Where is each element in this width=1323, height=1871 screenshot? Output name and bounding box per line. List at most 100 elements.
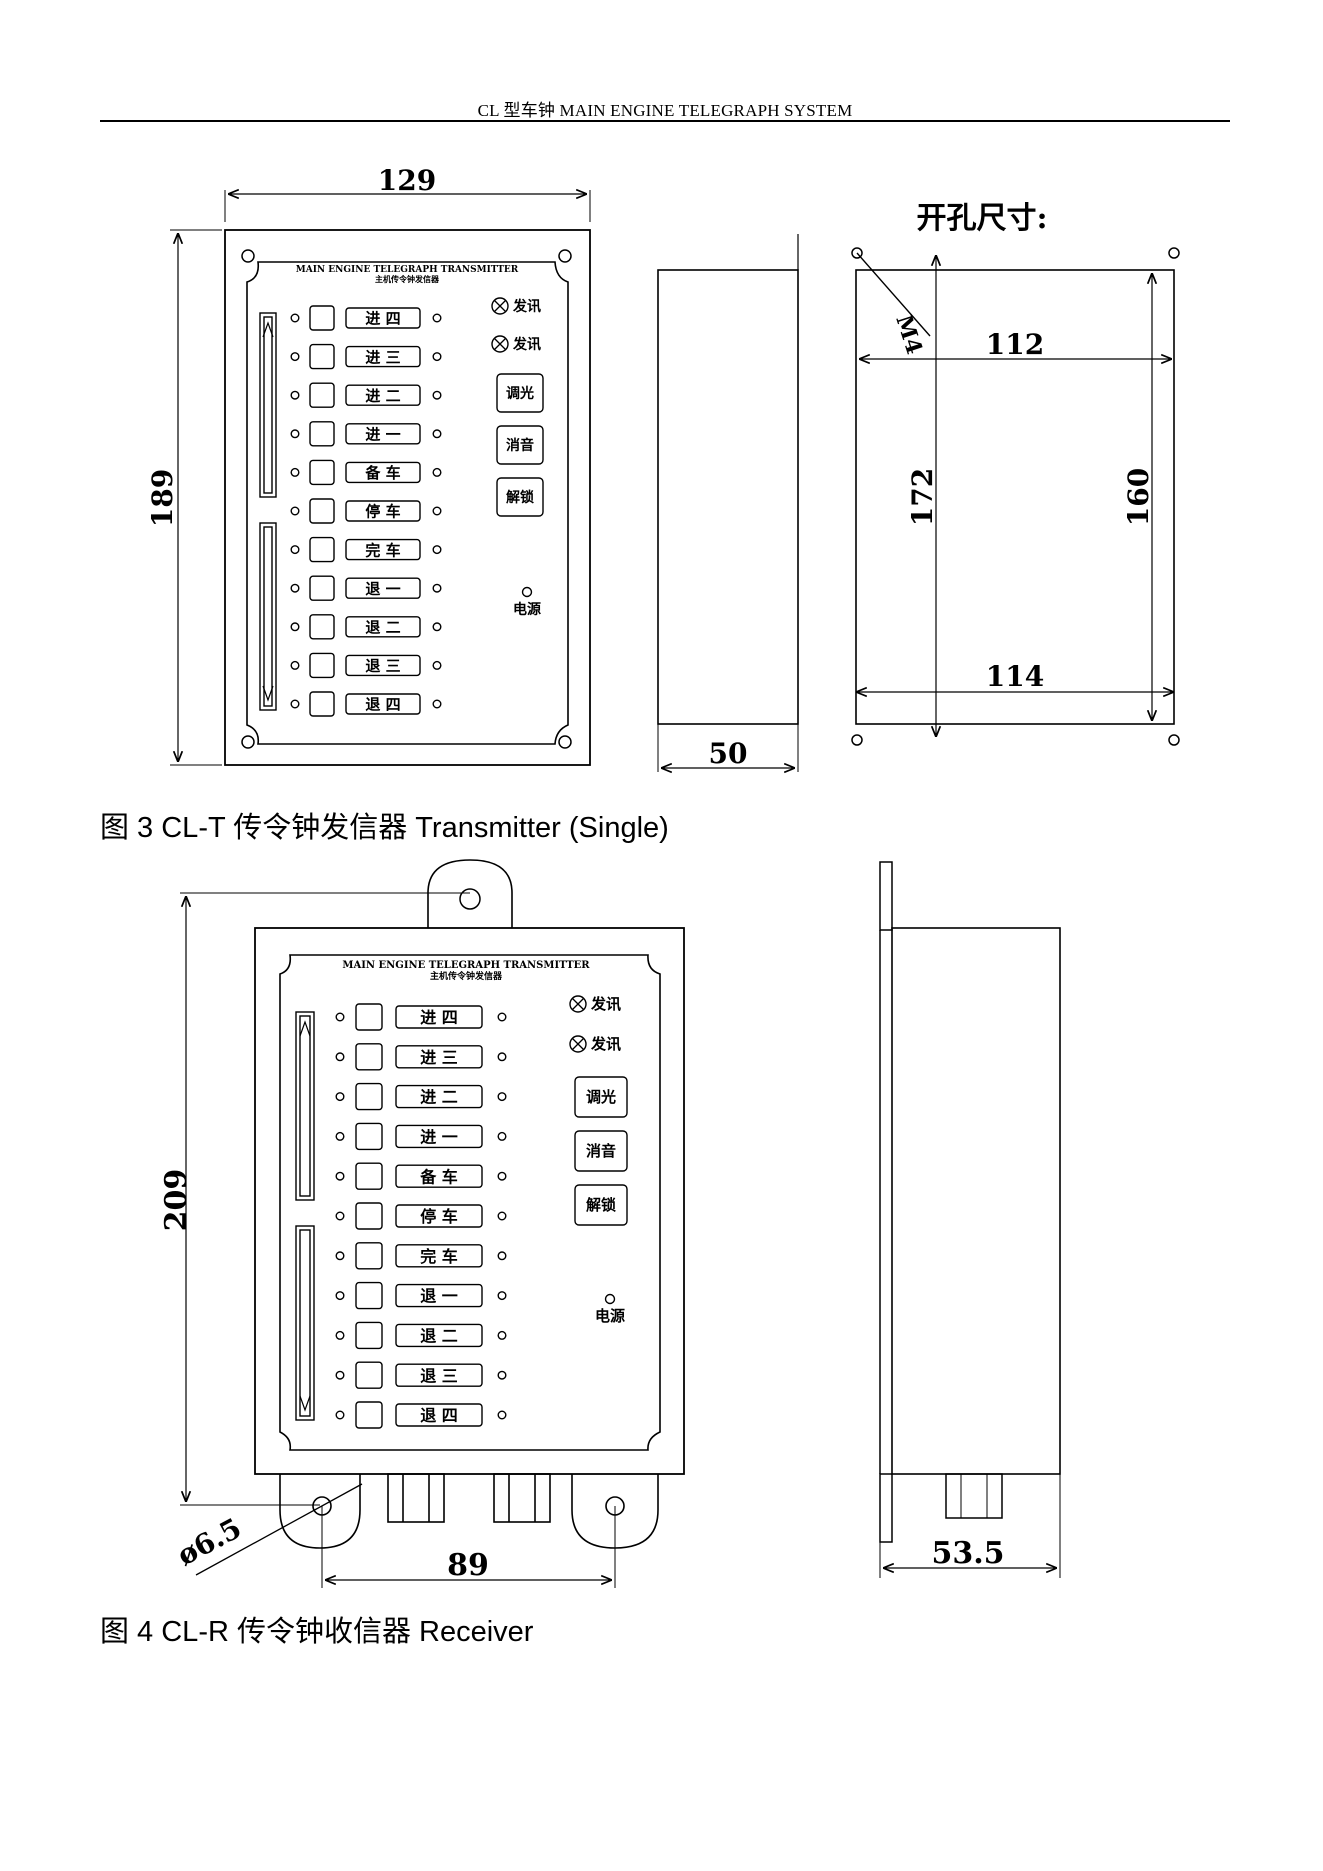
- lever-scale: [295, 1225, 315, 1421]
- dim-209-label: 209: [159, 1169, 194, 1232]
- ear-hole: [459, 888, 481, 910]
- indicator-lamp: [497, 1410, 507, 1420]
- order-label: 退 一: [420, 1287, 458, 1306]
- order-label: 进 一: [365, 426, 400, 444]
- power-label: 电源: [513, 601, 541, 618]
- arrow-down-icon: [299, 1395, 311, 1412]
- order-label: 进 三: [365, 348, 400, 366]
- indicator-lamp: [335, 1092, 345, 1102]
- indicator-lamp: [290, 660, 300, 670]
- order-label: 退 二: [365, 619, 400, 637]
- panel-button-label: 调光: [586, 1088, 616, 1106]
- order-label: 备 车: [419, 1167, 458, 1186]
- arrow-down-icon: [262, 685, 274, 702]
- order-label-box: [395, 1164, 483, 1188]
- signal-lamp-icon: [491, 297, 509, 315]
- transmitter-side-view: 50: [657, 234, 799, 772]
- fig4-dimension-209: 209: [159, 892, 470, 1506]
- indicator-lamp: [497, 1330, 507, 1340]
- order-label: 退 三: [420, 1366, 458, 1385]
- indicator-lamp: [432, 699, 442, 709]
- order-label-box: [345, 461, 421, 484]
- indicator-lamp: [432, 390, 442, 400]
- panel-button: [574, 1076, 628, 1118]
- order-lamp: [355, 1242, 383, 1270]
- hole-leader: [195, 1483, 363, 1576]
- cutout-drawing: 开孔尺寸: M4 112 114 172 160: [851, 201, 1180, 746]
- cutout-rect: [855, 269, 1175, 725]
- indicator-lamp: [290, 313, 300, 323]
- indicator-lamp: [497, 1251, 507, 1261]
- m4-label: M4: [890, 312, 927, 358]
- indicator-lamp: [290, 622, 300, 632]
- indicator-lamp: [432, 352, 442, 362]
- order-lamp: [309, 614, 335, 640]
- order-label-box: [345, 345, 421, 368]
- receiver-front-view: MAIN ENGINE TELEGRAPH TRANSMITTER 主机传令钟发…: [172, 859, 685, 1588]
- receiver-top-ear: [427, 859, 513, 928]
- order-label-box: [345, 384, 421, 406]
- order-lamp: [309, 536, 335, 563]
- power-label: 电源: [595, 1307, 625, 1325]
- indicator-lamp: [335, 1251, 345, 1261]
- order-label-box: [395, 1283, 483, 1308]
- order-lamp: [355, 1361, 383, 1389]
- order-lamp: [355, 1321, 383, 1350]
- order-lamp: [309, 498, 335, 524]
- order-lamp: [355, 1082, 383, 1111]
- order-label: 进 一: [420, 1127, 458, 1146]
- order-label: 退 四: [365, 696, 400, 714]
- lever-scale: [295, 1011, 315, 1201]
- signal-label: 发讯: [590, 1035, 621, 1053]
- order-label: 备 车: [364, 464, 400, 482]
- page-header: CL 型车钟 MAIN ENGINE TELEGRAPH SYSTEM: [477, 101, 853, 120]
- signal-lamp-icon: [569, 995, 587, 1013]
- order-lamp: [355, 1162, 383, 1190]
- indicator-lamp: [335, 1370, 345, 1380]
- panel-button-label: 调光: [506, 385, 534, 402]
- dim-114-label: 114: [986, 660, 1044, 693]
- order-lamp: [309, 652, 335, 679]
- signal-label: 发讯: [512, 336, 541, 353]
- order-label-box: [345, 693, 421, 715]
- order-label-box: [345, 577, 421, 599]
- order-lamp: [355, 1281, 383, 1310]
- indicator-lamp: [335, 1052, 345, 1062]
- indicator-lamp: [497, 1211, 507, 1221]
- order-lamp: [355, 1003, 383, 1031]
- fig3-dimension-189: 189: [146, 229, 222, 766]
- panel-button-label: 消音: [506, 437, 534, 454]
- receiver-bottom-parts: [279, 1473, 659, 1549]
- panel-button: [574, 1130, 628, 1172]
- indicator-lamp: [335, 1211, 345, 1221]
- indicator-lamp: [432, 583, 442, 593]
- cutout-title: 开孔尺寸:: [916, 201, 1047, 236]
- order-label: 进 四: [420, 1008, 458, 1027]
- order-label: 退 四: [420, 1406, 458, 1425]
- order-label-box: [395, 1005, 483, 1029]
- panel-button: [496, 373, 544, 413]
- arrow-up-icon: [299, 1020, 311, 1037]
- order-label: 完 车: [420, 1247, 458, 1266]
- indicator-lamp: [497, 1052, 507, 1062]
- order-label-box: [395, 1323, 483, 1348]
- indicator-lamp: [432, 545, 442, 555]
- order-lamp: [355, 1122, 383, 1151]
- power-lamp: [604, 1293, 616, 1305]
- dim-50-label: 50: [709, 737, 748, 770]
- order-lamp: [309, 459, 335, 486]
- order-label: 停 车: [420, 1207, 458, 1226]
- dim-hole-label: ø6.5: [172, 1511, 247, 1572]
- mount-hole: [241, 249, 572, 749]
- transmitter-front-view: MAIN ENGINE TELEGRAPH TRANSMITTER 主机传令钟发…: [224, 229, 591, 766]
- signal-label: 发讯: [512, 298, 541, 315]
- order-label-box: [345, 423, 421, 445]
- indicator-lamp: [432, 660, 442, 670]
- indicator-lamp: [335, 1131, 345, 1141]
- order-label-box: [395, 1084, 483, 1109]
- indicator-lamp: [290, 429, 300, 439]
- panel-title-cn: 主机传令钟发信器: [430, 970, 503, 982]
- order-label-box: [345, 538, 421, 561]
- indicator-lamp: [335, 1012, 345, 1022]
